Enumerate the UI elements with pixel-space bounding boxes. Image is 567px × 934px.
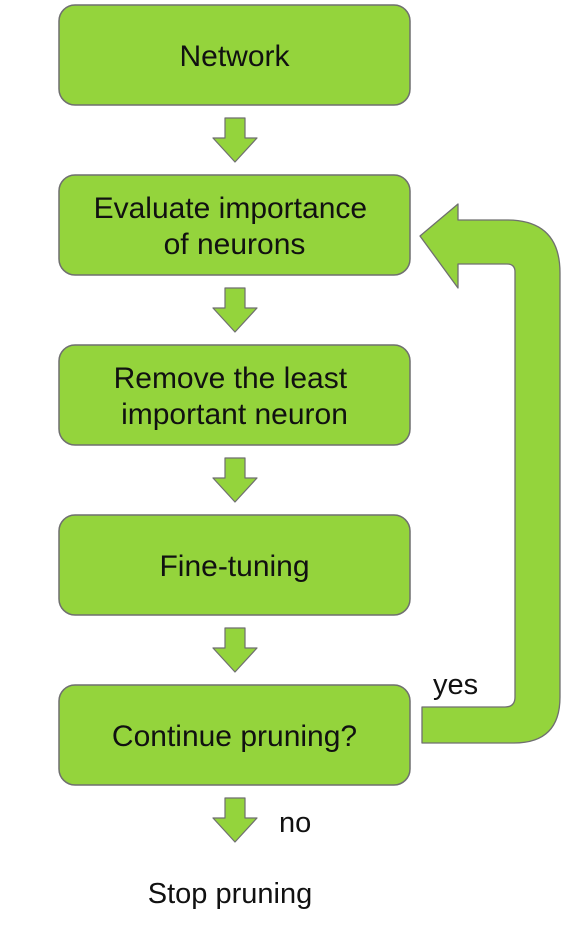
evaluate-importance-line-2: of neurons <box>164 228 306 261</box>
remove-neuron-line-2: important neuron <box>121 398 348 431</box>
down-arrow-4 <box>212 627 258 673</box>
stop-pruning-label: Stop pruning <box>148 878 312 910</box>
fine-tuning-box <box>58 514 411 616</box>
evaluate-importance-box <box>58 174 411 276</box>
continue-pruning-box <box>58 684 411 786</box>
down-arrow-1 <box>212 117 258 163</box>
evaluate-importance-line-1: Evaluate importance <box>94 192 368 225</box>
no-label: no <box>279 807 311 839</box>
down-arrow-2 <box>212 287 258 333</box>
remove-neuron-box <box>58 344 411 446</box>
remove-neuron-label: Remove the least important neuron <box>114 362 356 431</box>
network-label: Network <box>179 40 290 73</box>
network-box <box>58 4 411 106</box>
down-arrow-3 <box>212 457 258 503</box>
yes-label: yes <box>433 669 478 701</box>
continue-pruning-label: Continue pruning? <box>112 720 357 753</box>
down-arrow-no <box>212 797 258 843</box>
loop-back-arrow <box>419 203 561 744</box>
evaluate-importance-label: Evaluate importance of neurons <box>94 192 376 261</box>
fine-tuning-label: Fine-tuning <box>159 550 309 583</box>
remove-neuron-line-1: Remove the least <box>114 362 348 395</box>
